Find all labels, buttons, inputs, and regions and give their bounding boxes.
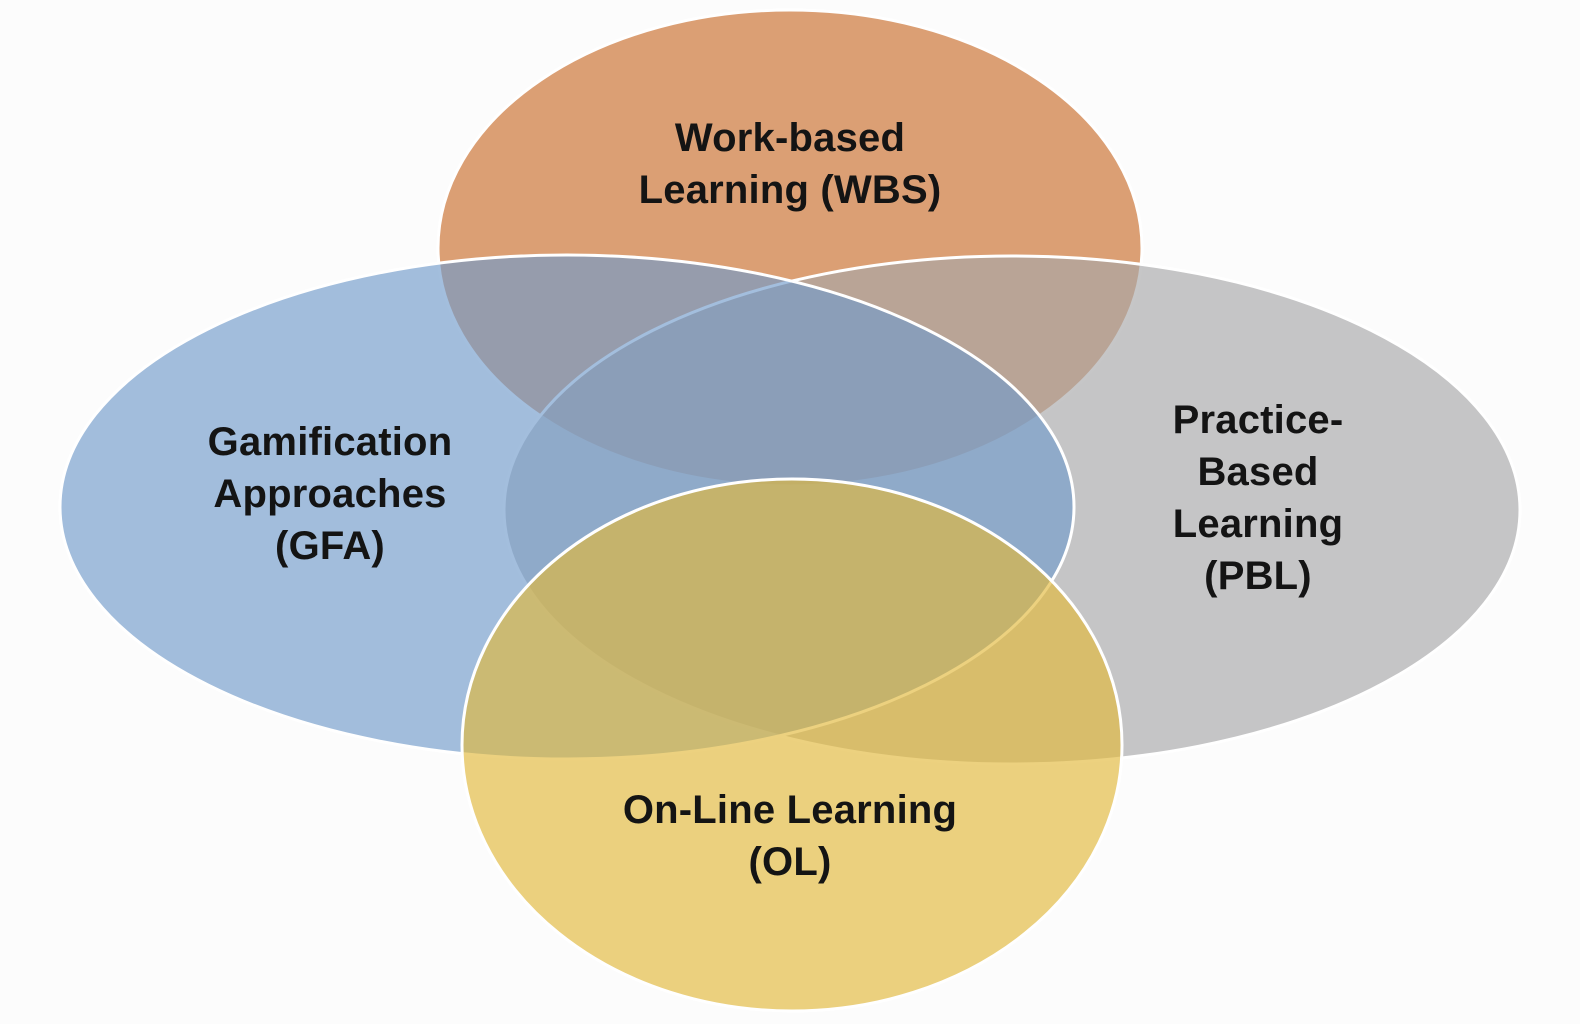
label-practice-based-learning-line1: Practice- bbox=[1172, 398, 1344, 442]
label-online-learning: On-Line Learning (OL) bbox=[623, 784, 957, 888]
label-gamification-approaches-line1: Gamification bbox=[207, 420, 453, 464]
label-online-learning-line1: On-Line Learning bbox=[622, 788, 958, 832]
label-online-learning-line2: (OL) bbox=[748, 840, 832, 884]
label-practice-based-learning-line4: (PBL) bbox=[1204, 554, 1312, 598]
label-gamification-approaches: Gamification Approaches (GFA) bbox=[208, 416, 453, 572]
label-work-based-learning-line1: Work-based bbox=[674, 116, 906, 160]
label-work-based-learning-line2: Learning (WBS) bbox=[638, 168, 942, 212]
label-work-based-learning: Work-based Learning (WBS) bbox=[639, 112, 942, 216]
label-practice-based-learning-line2: Based bbox=[1197, 450, 1319, 494]
label-practice-based-learning: Practice- Based Learning (PBL) bbox=[1173, 394, 1344, 602]
label-practice-based-learning-line3: Learning bbox=[1172, 502, 1344, 546]
label-gamification-approaches-line2: Approaches bbox=[213, 472, 447, 516]
ellipse-online-learning bbox=[460, 477, 1124, 1013]
label-gamification-approaches-line3: (GFA) bbox=[275, 524, 385, 568]
